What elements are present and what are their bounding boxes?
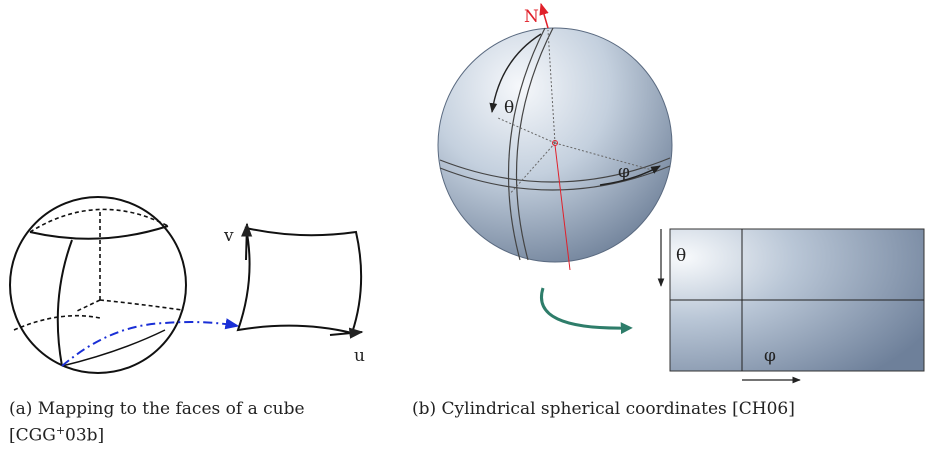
caption-b: (b) Cylindrical spherical coordinates [C… — [412, 399, 795, 419]
cube-hidden-edge-mid — [74, 299, 101, 313]
label-north: N — [524, 7, 539, 27]
cube-face-top-edge — [29, 225, 169, 240]
phi-arrow — [599, 165, 661, 186]
figure-canvas: v u N θ φ θ — [9, 2, 925, 384]
equator-line-upper — [439, 157, 671, 183]
mapping-curved-arrow — [540, 287, 633, 335]
caption-a-main: (a) Mapping to the faces of a cube — [9, 399, 305, 419]
theta-arrow — [489, 33, 542, 113]
cube-face-unfolded — [236, 226, 363, 335]
caption-a-ref-suffix: 03b] — [65, 425, 105, 446]
label-theta-map: θ — [676, 246, 686, 266]
cube-hidden-edge-top — [29, 208, 169, 233]
cube-face-left-edge — [56, 239, 73, 367]
axis-dotted-right — [554, 142, 653, 171]
caption-a-ref-sup: + — [55, 424, 66, 437]
subfigure-b: N θ φ θ φ — [437, 2, 925, 384]
axis-dotted-up — [547, 29, 556, 144]
u-axis-arrow — [329, 327, 364, 339]
cube-hidden-edge-lower — [13, 314, 101, 331]
subfigure-a: v u — [9, 196, 365, 374]
caption-a: (a) Mapping to the faces of a cube [CGG+… — [9, 398, 389, 447]
v-axis-arrow — [241, 222, 253, 261]
cube-face-bottom-edge — [61, 329, 166, 367]
cube-hidden-edge-right — [99, 299, 183, 311]
label-theta: θ — [504, 98, 514, 118]
meridian-line-left — [507, 27, 546, 261]
mapping-path-arrow — [61, 318, 240, 367]
cube-sphere-outline — [9, 196, 187, 374]
label-u: u — [354, 346, 365, 366]
caption-a-ref: [CGG+03b] — [9, 420, 389, 447]
equator-line-lower — [439, 165, 671, 191]
label-phi: φ — [618, 162, 630, 182]
north-axis-arrow — [539, 2, 549, 29]
meridian-line-right — [515, 27, 554, 261]
label-phi-map: φ — [764, 346, 776, 366]
caption-a-ref-prefix: [CGG — [9, 425, 56, 446]
label-v: v — [223, 226, 234, 246]
north-axis-line — [554, 144, 571, 271]
